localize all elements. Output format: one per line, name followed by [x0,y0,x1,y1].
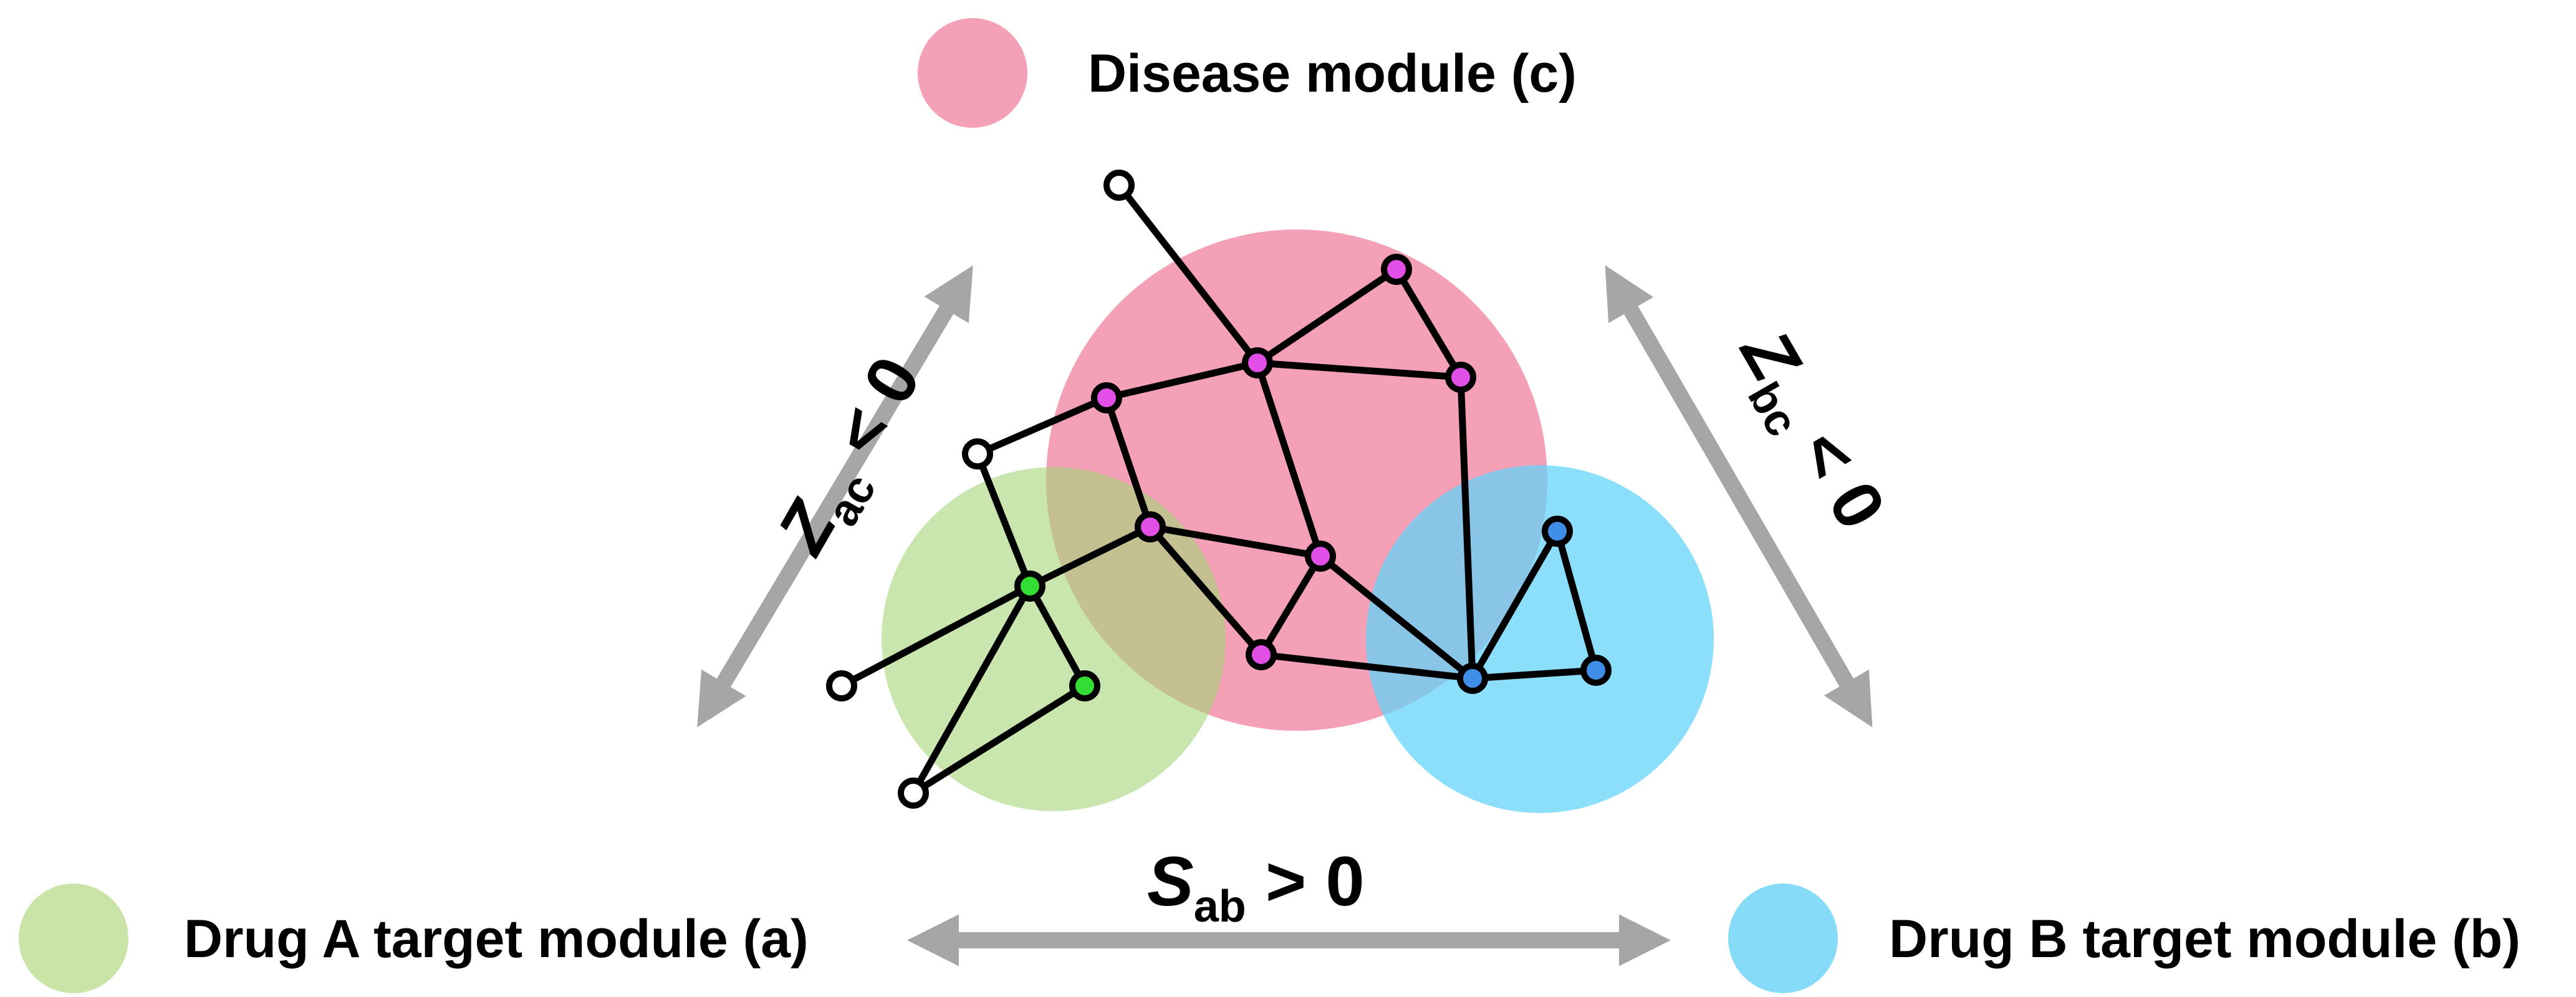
network-edge [910,682,1089,797]
network-edge [1254,359,1324,560]
network-edge [1103,359,1261,402]
network-node-disease [1246,639,1277,670]
network-node-other [1103,170,1135,201]
drug-a-legend-label: Drug A target module (a) [184,909,809,969]
network-edge [1257,552,1324,658]
network-edge [1254,359,1464,381]
network-node-other [962,438,993,470]
disease-legend-swatch [918,18,1027,128]
network-edge [910,582,1034,797]
network-edge [974,394,1110,458]
network-edge [1146,523,1265,658]
drug-b-legend-label: Drug B target module (b) [1889,909,2521,969]
network-node-other [898,778,929,809]
network-edge [838,582,1034,690]
network-edge [1115,181,1261,367]
network-edge [1257,651,1476,682]
network-node-disease [1445,362,1476,393]
network-edge [1026,582,1089,690]
drug-b-module-circle [1366,465,1714,813]
network-node-disease [1091,382,1122,413]
z-ac-arrow [697,265,973,728]
network-edge [1254,266,1400,367]
disease-legend-label: Disease module (c) [1088,44,1577,104]
drug-a-legend-swatch [19,884,128,993]
network-edge [1393,266,1464,381]
network-node-disease [1135,511,1166,542]
network-node-drug-a [1069,670,1100,701]
network-node-drug-b [1542,516,1573,547]
network-edge [974,450,1034,590]
network-nodes [826,170,1612,809]
network-node-drug-b [1580,655,1612,686]
network-edge [1457,373,1476,682]
network-edge [1469,667,1600,682]
network-node-disease [1305,541,1336,572]
network-node-drug-b [1457,663,1488,694]
network-node-disease [1242,347,1273,378]
network-edge [1103,394,1154,531]
network-node-disease [1381,254,1412,285]
drug-b-legend-swatch [1728,884,1838,993]
s-ab-label: Sab > 0 [1147,842,1365,932]
network-edge [1469,527,1561,682]
network-edges [838,181,1600,797]
z-bc-arrow [1605,265,1873,728]
network-edge [1146,523,1324,560]
network-node-drug-a [1014,571,1045,602]
network-edge [1554,527,1600,674]
network-edge [1026,523,1154,590]
network-edge [1317,552,1476,682]
network-node-other [826,670,857,701]
